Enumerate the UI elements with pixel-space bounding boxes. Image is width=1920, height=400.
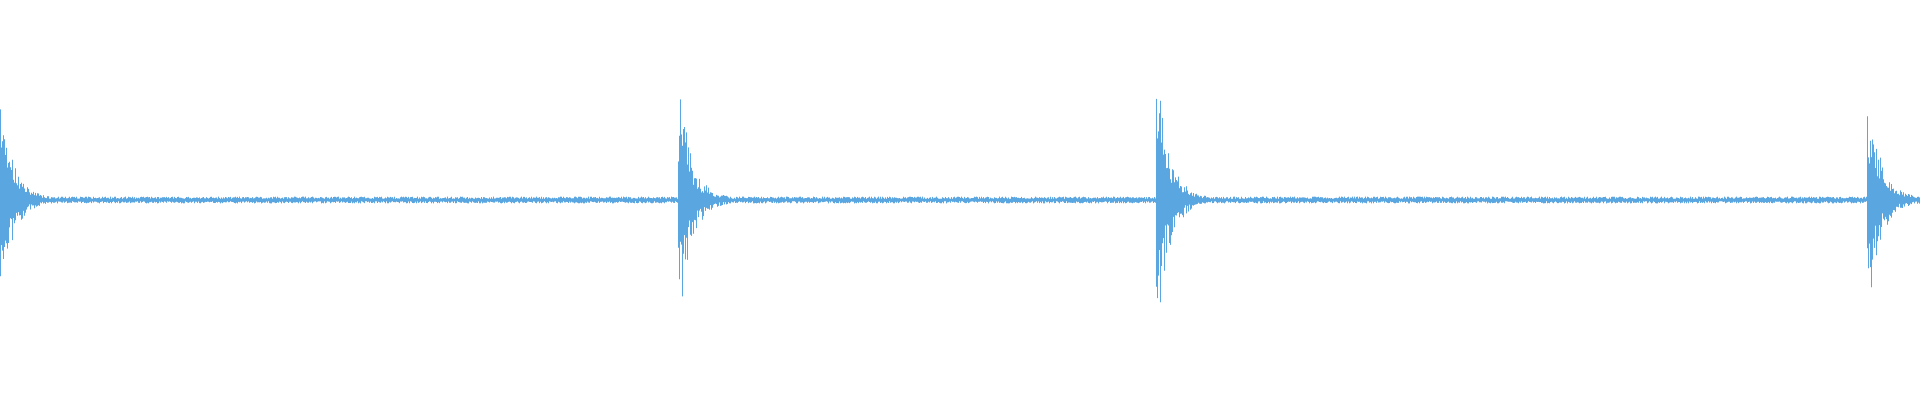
waveform-strokes — [0, 98, 1920, 303]
